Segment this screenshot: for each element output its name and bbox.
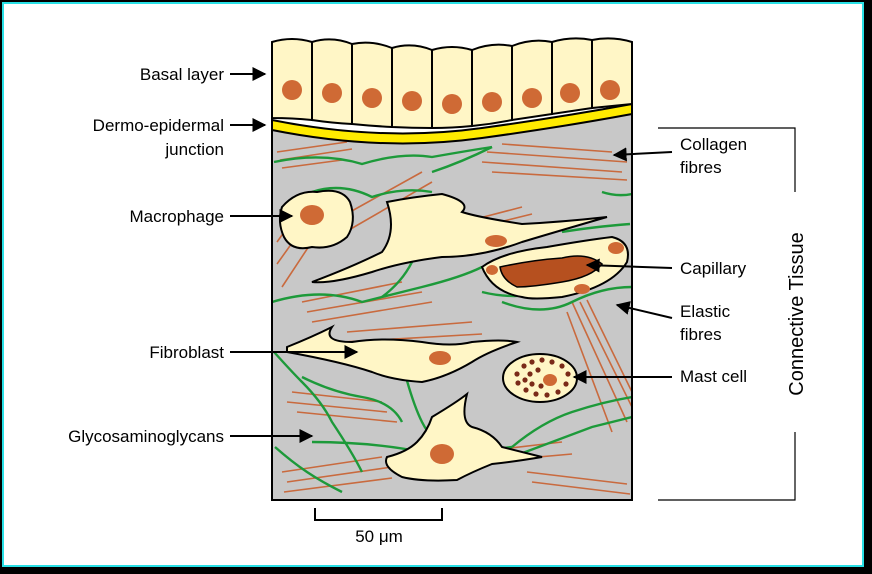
label-macrophage: Macrophage bbox=[129, 207, 224, 226]
label-mast-cell: Mast cell bbox=[680, 367, 747, 386]
label-dermo-epidermal-1: Dermo-epidermal bbox=[93, 116, 224, 135]
label-elastic-2: fibres bbox=[680, 325, 722, 344]
label-fibroblast: Fibroblast bbox=[149, 343, 224, 362]
mast-cell bbox=[503, 354, 577, 402]
connective-tissue-diagram: Basal layer Dermo-epidermal junction Mac… bbox=[4, 4, 862, 565]
scale-bar-label: 50 μm bbox=[355, 527, 403, 546]
label-glycosaminoglycans: Glycosaminoglycans bbox=[68, 427, 224, 446]
label-connective-tissue: Connective Tissue bbox=[786, 232, 808, 395]
label-collagen-1: Collagen bbox=[680, 135, 747, 154]
macrophage-cell bbox=[280, 191, 353, 249]
label-collagen-2: fibres bbox=[680, 158, 722, 177]
diagram-frame: Basal layer Dermo-epidermal junction Mac… bbox=[2, 2, 864, 567]
label-elastic-1: Elastic bbox=[680, 302, 731, 321]
scale-bar bbox=[315, 508, 442, 520]
label-basal-layer: Basal layer bbox=[140, 65, 224, 84]
label-capillary: Capillary bbox=[680, 259, 747, 278]
label-dermo-epidermal-2: junction bbox=[164, 140, 224, 159]
